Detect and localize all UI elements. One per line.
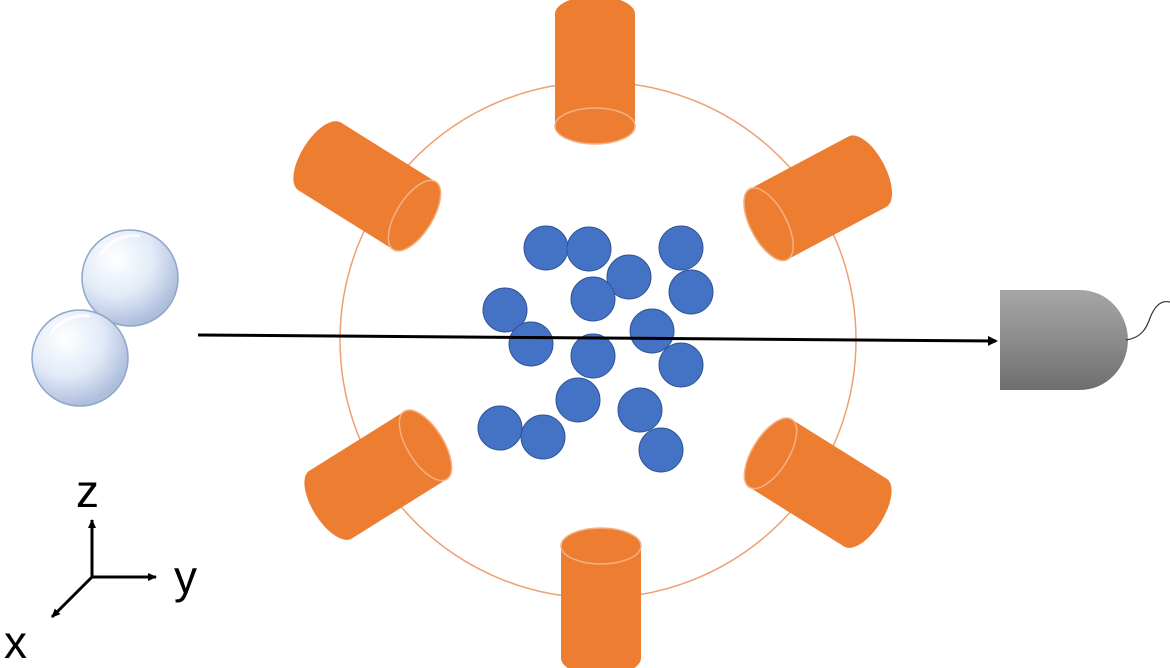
detector-top-face [554,107,636,145]
particle [555,377,601,423]
x-axis [50,575,94,619]
detector-upper-left-face [387,179,442,252]
particle [520,414,566,460]
particle [477,405,523,451]
source-spheres [31,229,179,407]
detector-lower-left-face [398,409,453,482]
coordinate-axes: z y x [4,465,197,668]
particle [629,308,675,354]
source-sphere-lower [31,309,129,407]
receiver-cable [1125,300,1170,341]
particle [638,427,684,473]
particle [570,276,616,322]
receiver-detector [1000,290,1128,390]
particle [566,226,612,272]
z-axis-label: z [76,465,99,517]
particle [523,225,569,271]
detector-upper-left [293,121,442,252]
detector-upper-right-face [743,187,794,262]
source-sphere-upper [81,229,179,327]
detector-upper-right [743,135,893,262]
detector-bottom-face [560,527,642,565]
particle [617,387,663,433]
detector-bottom [560,527,642,668]
particle [668,269,714,315]
particle [482,287,528,333]
detector-group [293,0,893,668]
particle [658,225,704,271]
particle [570,333,616,379]
particle-cluster [477,225,714,473]
beam-arrow [197,333,998,346]
particle [508,321,554,367]
particle [658,342,704,388]
particle [606,254,652,300]
x-axis-label: x [4,616,27,668]
detector-lower-right [743,417,892,548]
detector-lower-left [304,409,453,540]
detector-top [554,0,636,145]
y-axis-label: y [174,551,197,603]
detector-lower-right-face [743,417,798,490]
